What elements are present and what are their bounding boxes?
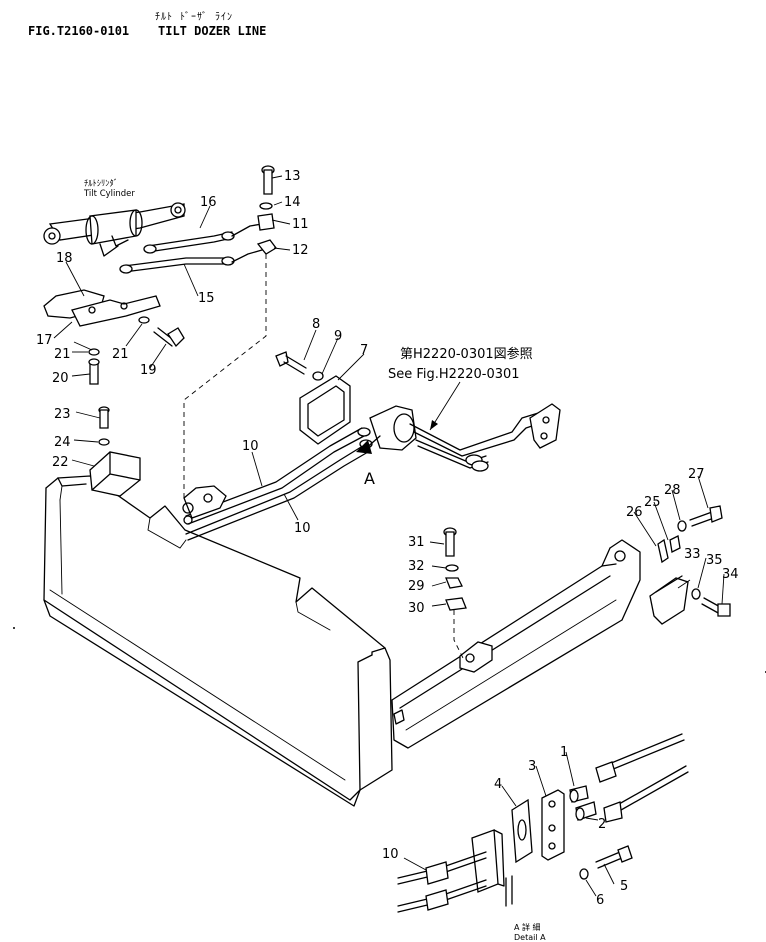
figure-title: TILT DOZER LINE — [158, 24, 267, 38]
dozer-blade — [43, 475, 393, 807]
callout-34: 34 — [722, 567, 739, 582]
frame-and-fittings — [299, 375, 561, 472]
push-arm — [391, 539, 641, 749]
callout-18: 18 — [56, 251, 73, 266]
callout-29: 29 — [408, 579, 425, 594]
callout-4: 4 — [494, 777, 502, 792]
callout-26: 26 — [626, 505, 643, 520]
tilt-hoses-10 — [182, 427, 369, 541]
detail-a-en-label: Detail A — [514, 933, 546, 942]
view-arrow-label: A — [364, 469, 375, 488]
callout-17: 17 — [36, 333, 53, 348]
annotation-labels: ﾁﾙﾄｼﾘﾝﾀﾞ Tilt Cylinder 第H2220-0301図参照 Se… — [83, 179, 546, 942]
callout-6: 6 — [596, 893, 604, 908]
callout-31: 31 — [408, 535, 425, 550]
callout-8: 8 — [312, 317, 320, 332]
bolt-19 — [138, 316, 185, 348]
callout-1: 1 — [560, 745, 568, 760]
callout-20: 20 — [52, 371, 69, 386]
figure-number: FIG.T2160-0101 — [28, 24, 130, 38]
tilt-cylinder — [43, 202, 186, 257]
callout-10b: 10 — [294, 521, 311, 536]
callout-28: 28 — [664, 483, 681, 498]
callout-16: 16 — [200, 195, 217, 210]
callout-21a: 21 — [54, 347, 71, 362]
callout-27: 27 — [688, 467, 705, 482]
callout-leaders — [53, 175, 725, 897]
detail-a-jp-label: A 詳 細 — [514, 922, 541, 932]
tilt-cylinder-en-label: Tilt Cylinder — [83, 189, 135, 199]
callout-22: 22 — [52, 455, 69, 470]
callout-7: 7 — [360, 343, 368, 358]
callout-23: 23 — [54, 407, 71, 422]
callout-30: 30 — [408, 601, 425, 616]
callout-5: 5 — [620, 879, 628, 894]
tilt-hoses-15-16 — [119, 223, 263, 274]
right-fittings-25-35 — [649, 505, 731, 625]
tilt-cylinder-jp-label: ﾁﾙﾄｼﾘﾝﾀﾞ — [84, 179, 118, 189]
washer-21-bolt-20 — [88, 348, 100, 385]
see-fig-en-label: See Fig.H2220-0301 — [388, 367, 520, 382]
callout-14: 14 — [284, 195, 301, 210]
callout-9: 9 — [334, 329, 342, 344]
callout-10c: 10 — [382, 847, 399, 862]
bolt-stack-13-11-12 — [183, 165, 277, 498]
bolt-stack-31-30 — [443, 527, 467, 661]
callout-2: 2 — [598, 817, 606, 832]
callout-32: 32 — [408, 559, 425, 574]
callout-21b: 21 — [112, 347, 129, 362]
callout-3: 3 — [528, 759, 536, 774]
see-fig-jp-label: 第H2220-0301図参照 — [400, 346, 533, 362]
callout-11: 11 — [292, 217, 309, 232]
bolt-8-washer-9 — [275, 351, 324, 381]
part-number-callouts: 13 14 11 12 16 15 18 17 21 21 20 19 8 9 … — [36, 169, 739, 908]
japanese-title: ﾁﾙﾄ ﾄﾞｰｻﾞ ﾗｲﾝ — [155, 12, 234, 23]
callout-10a: 10 — [242, 439, 259, 454]
callout-24: 24 — [54, 435, 71, 450]
callout-35: 35 — [706, 553, 723, 568]
mount-bracket-18 — [43, 289, 161, 327]
callout-25: 25 — [644, 495, 661, 510]
callout-19: 19 — [140, 363, 157, 378]
callout-12: 12 — [292, 243, 309, 258]
bolt-23-washer-24 — [98, 406, 110, 446]
callout-33: 33 — [684, 547, 701, 562]
callout-15: 15 — [198, 291, 215, 306]
callout-13: 13 — [284, 169, 301, 184]
bracket-22 — [89, 451, 141, 497]
detail-a — [397, 733, 689, 913]
